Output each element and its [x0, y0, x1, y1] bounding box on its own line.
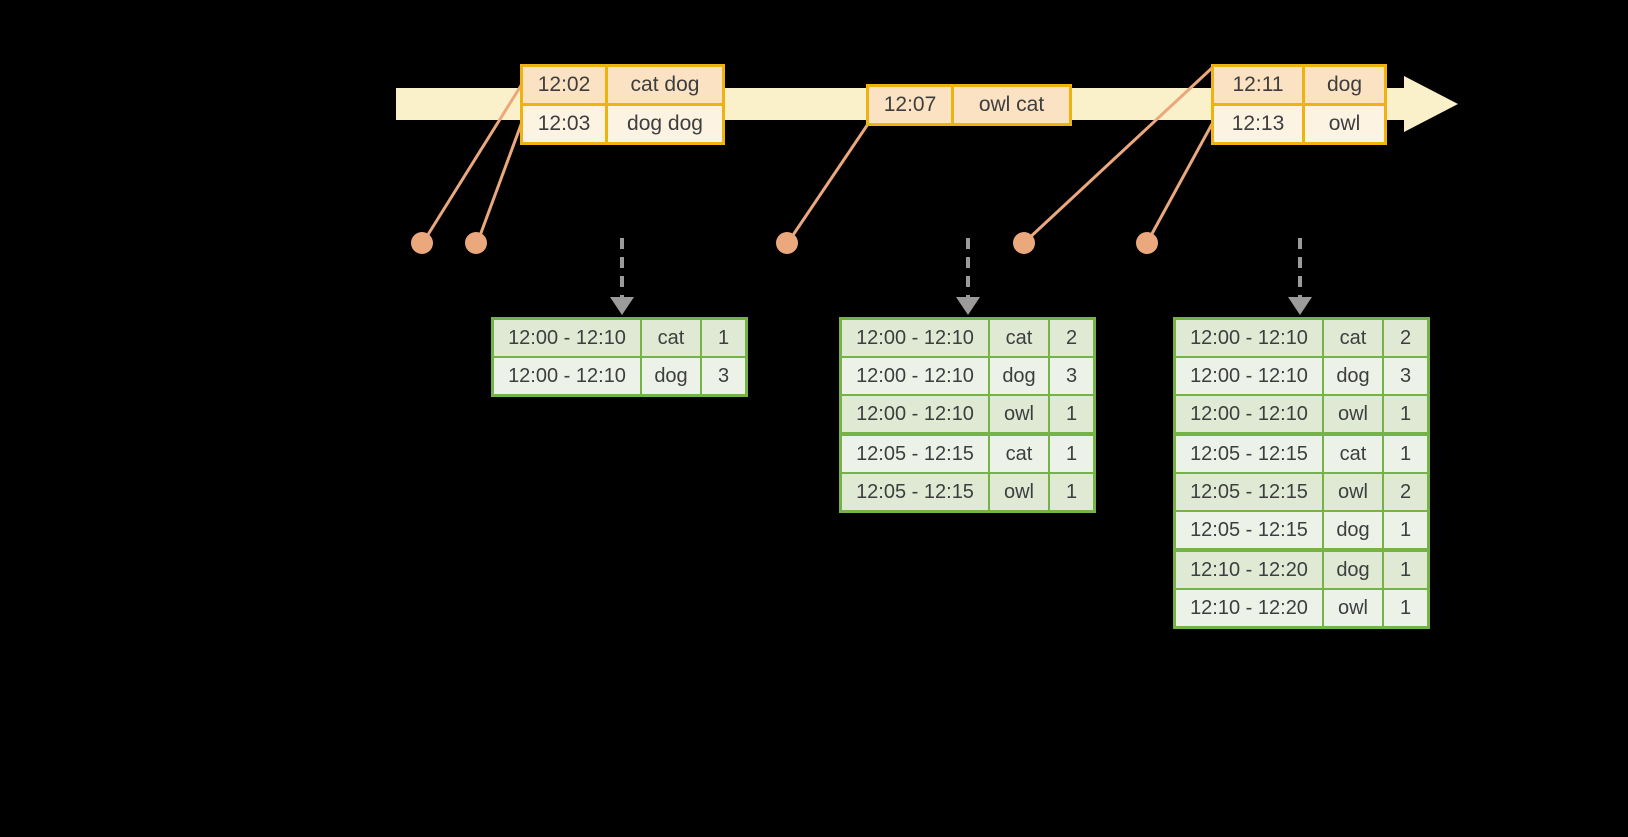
table-row: 12:13 owl	[1211, 103, 1387, 145]
event-dot	[1013, 232, 1035, 254]
table-row: 12:02 cat dog	[520, 64, 725, 106]
event-dot	[776, 232, 798, 254]
table-row: 12:00 - 12:10 owl 1	[1173, 394, 1430, 435]
table-row: 12:00 - 12:10 dog 3	[839, 356, 1096, 396]
time-cell: 12:13	[1211, 103, 1305, 145]
event-table-3: 12:11 dog 12:13 owl	[1211, 64, 1387, 145]
word-cell: cat	[988, 432, 1050, 474]
event-dot	[465, 232, 487, 254]
table-row: 12:10 - 12:20 owl 1	[1173, 588, 1430, 629]
window-cell: 12:05 - 12:15	[1173, 432, 1324, 474]
words-cell: dog	[1302, 64, 1387, 106]
window-cell: 12:10 - 12:20	[1173, 588, 1324, 629]
window-cell: 12:00 - 12:10	[491, 356, 642, 397]
word-cell: dog	[1322, 510, 1384, 551]
event-dots	[411, 232, 1158, 254]
word-cell: owl	[1322, 394, 1384, 435]
result-table-3: 12:00 - 12:10 cat 2 12:00 - 12:10 dog 3 …	[1173, 317, 1430, 629]
count-cell: 3	[1048, 356, 1096, 396]
count-cell: 1	[1382, 548, 1430, 590]
time-cell: 12:11	[1211, 64, 1305, 106]
connector-line	[422, 83, 524, 242]
connector-line	[787, 123, 870, 242]
window-cell: 12:00 - 12:10	[839, 394, 990, 435]
count-cell: 1	[1048, 394, 1096, 435]
trigger-arrowhead-icon	[1288, 297, 1312, 315]
window-cell: 12:05 - 12:15	[1173, 510, 1324, 551]
event-dot	[411, 232, 433, 254]
time-cell: 12:03	[520, 103, 608, 145]
words-cell: owl	[1302, 103, 1387, 145]
trigger-dashed-lines	[620, 238, 1302, 299]
event-table-1: 12:02 cat dog 12:03 dog dog	[520, 64, 725, 145]
word-cell: cat	[1322, 317, 1384, 358]
result-table-2: 12:00 - 12:10 cat 2 12:00 - 12:10 dog 3 …	[839, 317, 1096, 513]
word-cell: dog	[640, 356, 702, 397]
word-cell: dog	[988, 356, 1050, 396]
count-cell: 2	[1382, 317, 1430, 358]
word-cell: cat	[1322, 432, 1384, 474]
table-row: 12:05 - 12:15 cat 1	[1173, 432, 1430, 474]
word-cell: dog	[1322, 356, 1384, 396]
word-cell: owl	[1322, 588, 1384, 629]
table-row: 12:05 - 12:15 dog 1	[1173, 510, 1430, 551]
count-cell: 3	[1382, 356, 1430, 396]
trigger-arrowheads	[610, 297, 1312, 315]
table-row: 12:11 dog	[1211, 64, 1387, 106]
table-row: 12:05 - 12:15 cat 1	[839, 432, 1096, 474]
window-cell: 12:00 - 12:10	[1173, 317, 1324, 358]
word-cell: owl	[988, 394, 1050, 435]
table-row: 12:00 - 12:10 owl 1	[839, 394, 1096, 435]
trigger-arrowhead-icon	[956, 297, 980, 315]
window-cell: 12:00 - 12:10	[839, 356, 990, 396]
connector-line	[1146, 123, 1214, 242]
table-row: 12:00 - 12:10 dog 3	[491, 356, 748, 397]
word-cell: owl	[1322, 472, 1384, 512]
window-cell: 12:00 - 12:10	[1173, 394, 1324, 435]
connector-line	[476, 121, 524, 242]
words-cell: dog dog	[605, 103, 725, 145]
event-table-2: 12:07 owl cat	[866, 84, 1072, 126]
table-row: 12:07 owl cat	[866, 84, 1072, 126]
word-cell: cat	[640, 317, 702, 358]
count-cell: 1	[700, 317, 748, 358]
count-cell: 2	[1048, 317, 1096, 358]
word-cell: owl	[988, 472, 1050, 513]
count-cell: 1	[1048, 432, 1096, 474]
window-cell: 12:00 - 12:10	[1173, 356, 1324, 396]
window-cell: 12:05 - 12:15	[839, 432, 990, 474]
table-row: 12:00 - 12:10 cat 1	[491, 317, 748, 358]
time-cell: 12:02	[520, 64, 608, 106]
table-row: 12:05 - 12:15 owl 1	[839, 472, 1096, 513]
window-cell: 12:10 - 12:20	[1173, 548, 1324, 590]
count-cell: 1	[1382, 588, 1430, 629]
count-cell: 2	[1382, 472, 1430, 512]
window-cell: 12:05 - 12:15	[839, 472, 990, 513]
table-row: 12:00 - 12:10 cat 2	[839, 317, 1096, 358]
table-row: 12:05 - 12:15 owl 2	[1173, 472, 1430, 512]
words-cell: owl cat	[951, 84, 1072, 126]
count-cell: 1	[1382, 510, 1430, 551]
count-cell: 3	[700, 356, 748, 397]
count-cell: 1	[1382, 432, 1430, 474]
word-cell: cat	[988, 317, 1050, 358]
window-cell: 12:05 - 12:15	[1173, 472, 1324, 512]
words-cell: cat dog	[605, 64, 725, 106]
connector-line	[1024, 65, 1215, 243]
time-cell: 12:07	[866, 84, 954, 126]
event-dot	[1136, 232, 1158, 254]
table-row: 12:00 - 12:10 dog 3	[1173, 356, 1430, 396]
window-cell: 12:00 - 12:10	[491, 317, 642, 358]
result-table-1: 12:00 - 12:10 cat 1 12:00 - 12:10 dog 3	[491, 317, 748, 397]
table-row: 12:03 dog dog	[520, 103, 725, 145]
connector-lines	[422, 65, 1215, 243]
window-cell: 12:00 - 12:10	[839, 317, 990, 358]
timeline-arrowhead-icon	[1404, 76, 1458, 132]
table-row: 12:00 - 12:10 cat 2	[1173, 317, 1430, 358]
word-cell: dog	[1322, 548, 1384, 590]
table-row: 12:10 - 12:20 dog 1	[1173, 548, 1430, 590]
trigger-arrowhead-icon	[610, 297, 634, 315]
count-cell: 1	[1382, 394, 1430, 435]
count-cell: 1	[1048, 472, 1096, 513]
